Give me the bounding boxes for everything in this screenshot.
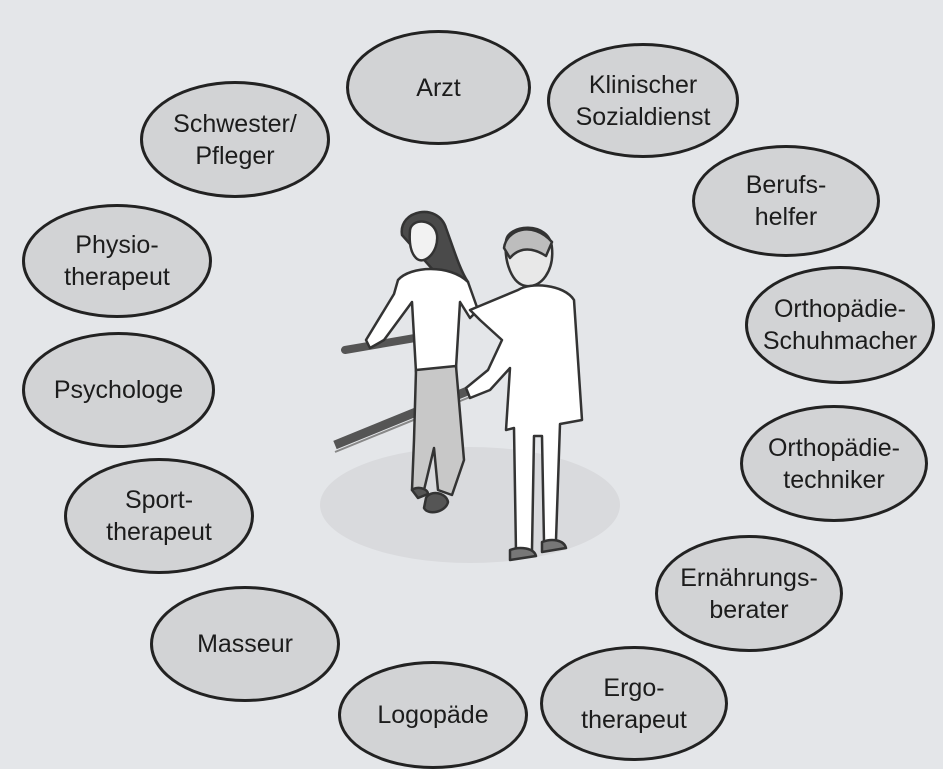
node-klinischer-sozialdienst: Klinischer Sozialdienst (547, 43, 739, 158)
node-schwester-pfleger: Schwester/ Pfleger (140, 81, 330, 198)
node-ergotherapeut: Ergo- therapeut (540, 646, 728, 761)
node-label: Psychologe (53, 376, 184, 404)
node-sporttherapeut: Sport- therapeut (64, 458, 254, 574)
therapist-figure-icon (464, 226, 584, 562)
node-ernaehrungsberater: Ernährungs- berater (655, 535, 843, 652)
node-orthopaedie-schuhmacher: Orthopädie- Schuhmacher (745, 266, 935, 384)
node-masseur: Masseur (150, 586, 340, 702)
patient-therapist-illustration (320, 210, 620, 563)
node-label: Schwester/ Pfleger (173, 109, 297, 170)
node-berufshelfer: Berufs- helfer (692, 145, 880, 257)
node-logopaede: Logopäde (338, 661, 528, 769)
node-label: Sport- therapeut (106, 486, 212, 546)
node-physiotherapeut: Physio- therapeut (22, 204, 212, 318)
patient-figure-icon (364, 210, 480, 514)
node-label: Masseur (197, 630, 293, 658)
node-label: Orthopädie- Schuhmacher (762, 295, 918, 355)
node-label: Physio- therapeut (64, 231, 170, 291)
node-psychologe: Psychologe (22, 332, 215, 448)
node-label: Ergo- therapeut (581, 673, 687, 734)
node-label: Berufs- helfer (745, 171, 827, 231)
node-label: Klinischer Sozialdienst (575, 70, 711, 131)
node-orthopaedietechniker: Orthopädie- techniker (740, 405, 928, 522)
node-arzt: Arzt (346, 30, 531, 145)
node-label: Ernährungs- berater (680, 563, 818, 624)
node-label: Logopäde (377, 701, 489, 729)
node-label: Arzt (416, 73, 461, 102)
node-label: Orthopädie- techniker (767, 433, 901, 494)
